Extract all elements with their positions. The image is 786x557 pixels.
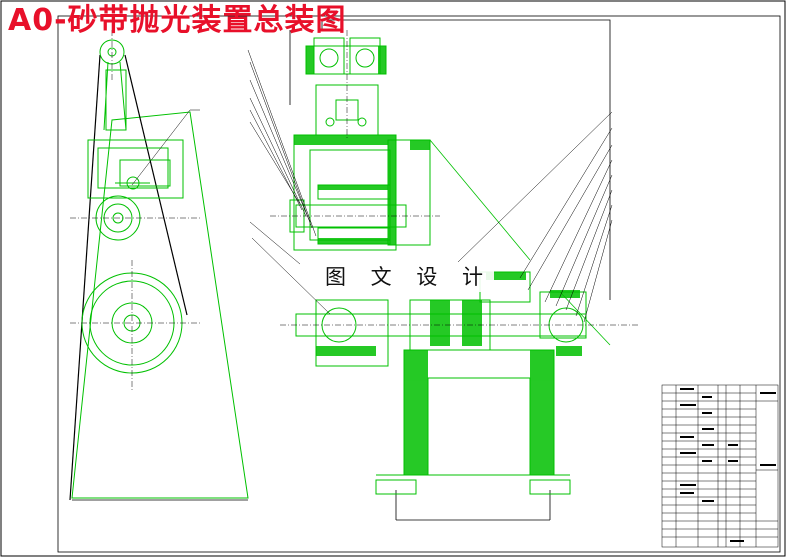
leader-lines-left	[247, 49, 331, 315]
parts-list-table	[661, 384, 779, 548]
inner-border	[57, 15, 781, 553]
side-view-leaders	[131, 109, 200, 186]
parts-list-text-marks	[680, 388, 776, 542]
main-view-sections	[294, 46, 582, 475]
main-frame-lines	[289, 19, 611, 521]
main-view-centerlines	[270, 30, 640, 326]
drawing-title: A0-砂带抛光装置总装图	[8, 3, 347, 38]
side-view	[69, 39, 249, 501]
watermark: 图 文 设 计	[323, 262, 495, 292]
leader-lines-right	[457, 111, 613, 323]
side-view-centerlines	[70, 30, 200, 390]
